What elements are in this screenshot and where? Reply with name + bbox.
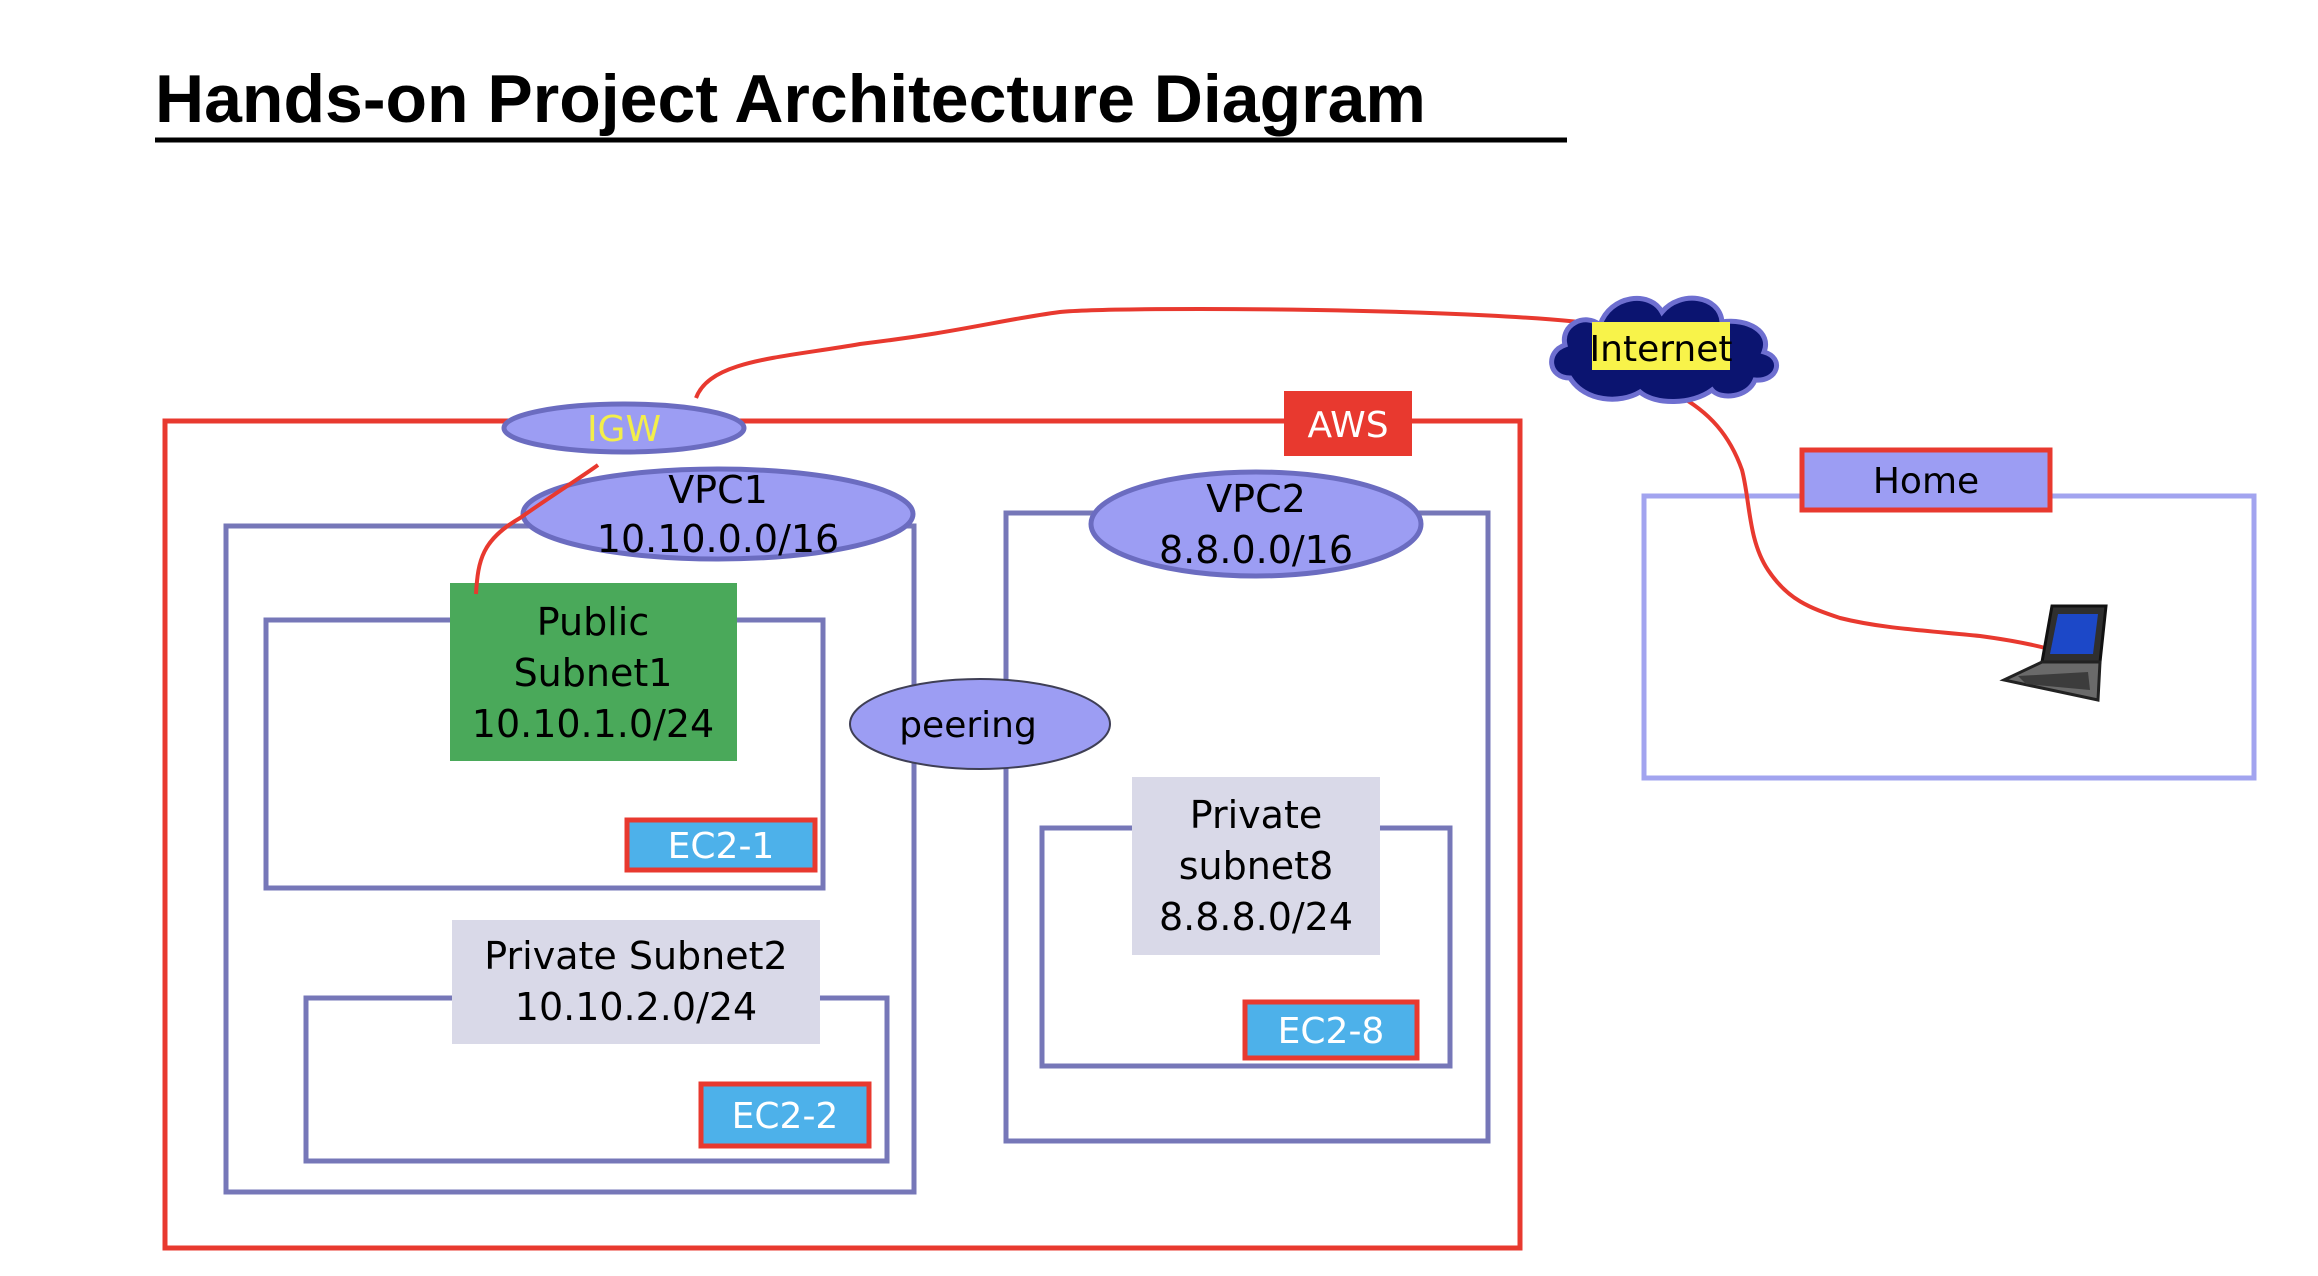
aws-label-box bbox=[1284, 391, 1412, 456]
private-subnet8-label-line1: Private bbox=[1190, 793, 1322, 837]
igw-ellipse bbox=[501, 401, 747, 455]
ec2-8-instance bbox=[1242, 999, 1420, 1061]
aws-label: AWS bbox=[1307, 405, 1388, 446]
home-label-box bbox=[1799, 447, 2053, 513]
public-subnet1-cidr: 10.10.1.0/24 bbox=[472, 702, 714, 746]
public-subnet1-label-box bbox=[450, 583, 737, 761]
vpc2-name: VPC2 bbox=[1206, 477, 1306, 521]
vpc2-cidr: 8.8.0.0/16 bbox=[1159, 528, 1353, 572]
home-container bbox=[1641, 493, 2257, 781]
vpc1-cidr: 10.10.0.0/16 bbox=[597, 517, 839, 561]
private-subnet2-label-box bbox=[452, 920, 820, 1044]
internet-to-home-link bbox=[1675, 392, 2061, 654]
private-subnet8-label-box bbox=[1132, 777, 1380, 955]
vpc1-name: VPC1 bbox=[668, 468, 768, 512]
private-subnet8-label-line2: subnet8 bbox=[1179, 844, 1334, 888]
ec2-2-label: EC2-2 bbox=[732, 1096, 839, 1137]
ec2-8-label: EC2-8 bbox=[1278, 1011, 1385, 1052]
laptop-icon bbox=[1999, 604, 2108, 702]
public-subnet1-label-line2: Subnet1 bbox=[514, 651, 673, 695]
ec2-2-instance bbox=[698, 1081, 872, 1149]
igw-label: IGW bbox=[587, 409, 661, 450]
private-subnet2-label: Private Subnet2 bbox=[484, 934, 787, 978]
peering-ellipse bbox=[849, 678, 1111, 770]
internet-label: Internet bbox=[1590, 329, 1733, 370]
subnet-to-igw-link bbox=[474, 463, 600, 595]
igw-to-internet-link bbox=[694, 306, 1649, 399]
aws-boundary bbox=[162, 418, 1523, 1251]
home-label: Home bbox=[1873, 461, 1979, 502]
vpc2-ellipse bbox=[1088, 469, 1424, 579]
ec2-1-label: EC2-1 bbox=[668, 826, 775, 867]
public-subnet1-label-line1: Public bbox=[537, 600, 649, 644]
internet-label-box bbox=[1592, 322, 1730, 370]
ec2-1-instance bbox=[624, 817, 818, 873]
peering-label: peering bbox=[899, 705, 1037, 746]
private-subnet8-cidr: 8.8.8.0/24 bbox=[1159, 895, 1353, 939]
page-title: Hands-on Project Architecture Diagram bbox=[155, 61, 1426, 137]
private-subnet2-cidr: 10.10.2.0/24 bbox=[515, 985, 757, 1029]
